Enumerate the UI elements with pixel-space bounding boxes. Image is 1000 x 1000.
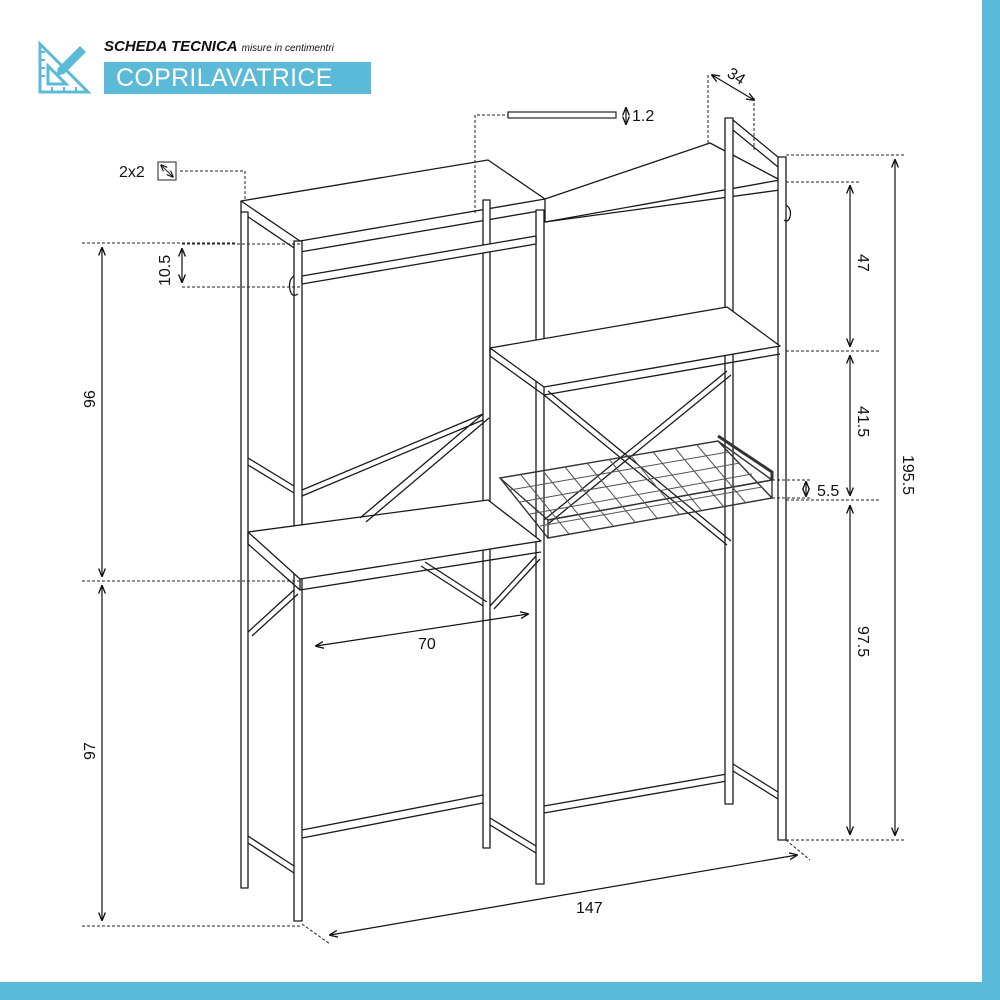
left-top-shelf <box>240 159 546 242</box>
left-lower-shelf <box>247 499 542 580</box>
frame <box>240 117 792 922</box>
post-right-back <box>724 117 734 805</box>
hanging-rod <box>301 235 537 285</box>
dim-board-thickness: 1.2 <box>632 108 654 125</box>
right-middle-shelf <box>489 306 781 388</box>
dim-right-mid-gap: 41.5 <box>854 406 871 437</box>
board-thickness-swatch <box>507 111 617 119</box>
product-name: COPRILAVATRICE <box>116 64 333 92</box>
dimension-lines <box>82 75 905 945</box>
right-top-shelf <box>544 142 781 223</box>
sheet-subtitle: misure in centimentri <box>241 43 334 54</box>
diagonal-arrow-icon <box>157 161 177 181</box>
dim-left-lower-height: 97 <box>82 742 99 760</box>
dim-total-height: 195.5 <box>899 455 916 495</box>
bottom-accent-border <box>0 982 1000 1000</box>
brace-left-1 <box>301 413 484 491</box>
right-accent-border <box>982 0 1000 1000</box>
post-left-back <box>240 211 249 889</box>
dim-left-upper-height: 96 <box>82 390 99 408</box>
post-mid-front <box>535 209 545 885</box>
dimension-arrows <box>102 75 895 935</box>
dim-shelf-width: 70 <box>418 636 436 653</box>
dim-tube-size: 2x2 <box>119 164 145 181</box>
dim-total-width: 147 <box>576 900 603 917</box>
dim-basket-height: 5.5 <box>817 483 839 500</box>
dim-right-lower-height: 97.5 <box>854 626 871 657</box>
ruler-pencil-icon <box>38 40 92 94</box>
dim-rod-drop: 10.5 <box>157 255 174 286</box>
dim-right-top-gap: 47 <box>854 254 871 272</box>
product-name-box: COPRILAVATRICE <box>104 62 371 94</box>
dim-depth: 34 <box>724 65 748 89</box>
